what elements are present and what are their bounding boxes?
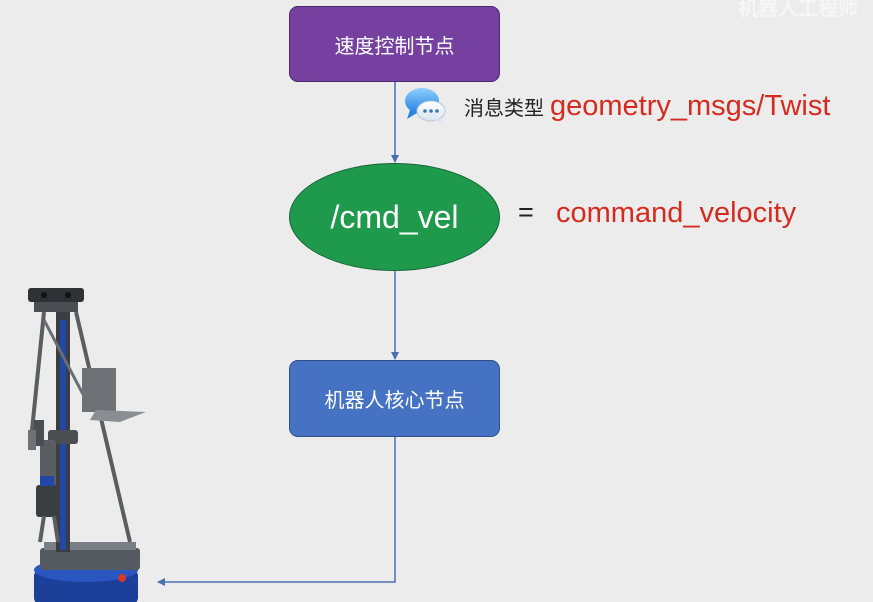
robot-core-node-label: 机器人核心节点 — [324, 388, 465, 412]
message-type-annotation: 消息类型 geometry_msgs/Twist — [404, 84, 830, 128]
equals-sign: = — [518, 197, 534, 227]
speed-control-node: 速度控制节点 — [289, 6, 500, 82]
arrow-core-to-robot — [157, 437, 396, 586]
speed-control-node-label: 速度控制节点 — [334, 33, 455, 58]
chat-bubble-icon — [405, 88, 446, 124]
message-type-label: 消息类型 — [464, 95, 544, 120]
topic-meaning: command_velocity — [556, 197, 797, 229]
watermark-text: 机器人工程师 — [738, 0, 858, 20]
cmd-vel-topic-label: /cmd_vel — [330, 198, 459, 235]
message-type-value: geometry_msgs/Twist — [550, 89, 831, 122]
robot-icon — [28, 288, 146, 602]
robot-core-node: 机器人核心节点 — [289, 360, 500, 437]
cmd-vel-topic-node: /cmd_vel — [289, 163, 500, 271]
